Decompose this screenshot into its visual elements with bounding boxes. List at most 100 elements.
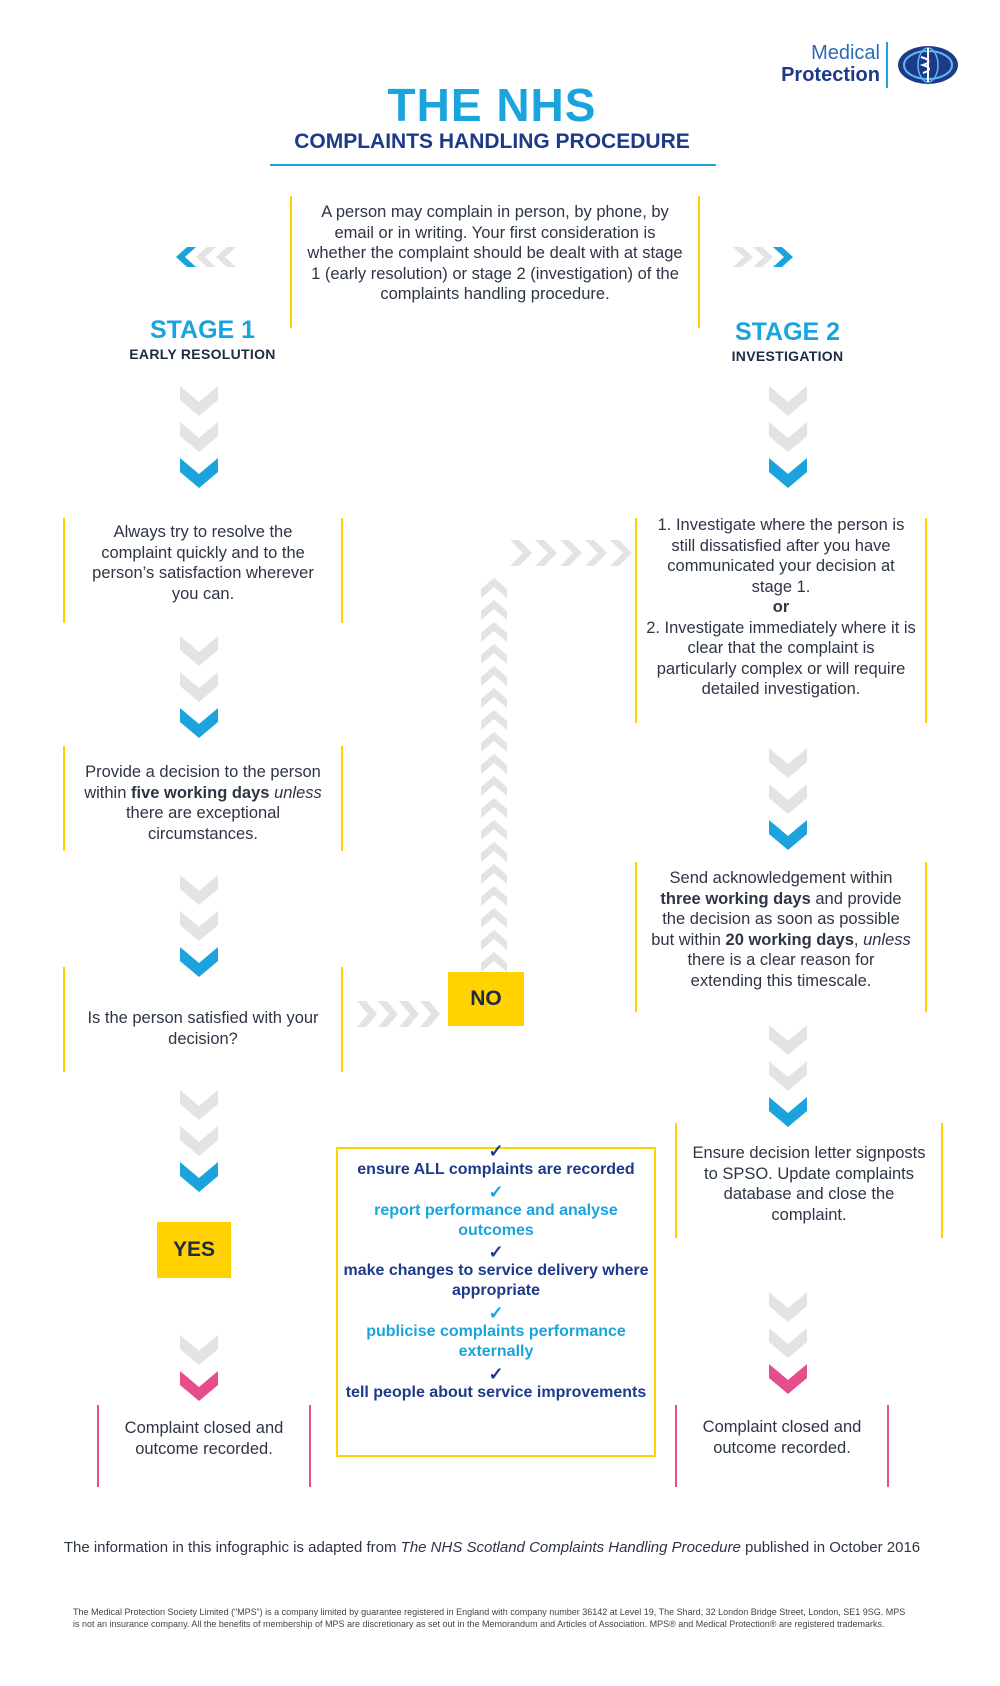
check-icon: ✓ bbox=[488, 1303, 504, 1323]
no-path-up-chevron-7 bbox=[481, 820, 507, 840]
no-path-top-chevron-4 bbox=[585, 540, 607, 566]
no-path-up-chevron-11 bbox=[481, 732, 507, 752]
stage1-arrow-c-chevron-2 bbox=[180, 911, 218, 941]
title-underline bbox=[270, 164, 716, 166]
checklist-item-5-text: tell people about service improvements bbox=[345, 1384, 647, 1401]
no-path-top-chevron-3 bbox=[560, 540, 582, 566]
no-path-up-chevron-6 bbox=[481, 842, 507, 862]
stage1-step2-italic: unless bbox=[274, 783, 322, 802]
stage1-step2-part-e: there are exceptional circumstances. bbox=[125, 804, 281, 843]
no-path-top-chevron-5 bbox=[610, 540, 632, 566]
intro-box bbox=[290, 196, 700, 328]
footer-part-c: published in October 2016 bbox=[740, 1539, 921, 1556]
stage2-closed-box bbox=[675, 1405, 889, 1487]
footer-source-note: The information in this infographic is a… bbox=[0, 1539, 984, 1556]
stage2-arrow-d-chevron-1 bbox=[769, 1292, 807, 1322]
stage2-arrow-b-chevron-3 bbox=[769, 820, 807, 850]
no-path-up-chevron-8 bbox=[481, 798, 507, 818]
stage1-arrow-e-chevron-1 bbox=[180, 1335, 218, 1365]
logo-line-2: Protection bbox=[781, 64, 880, 86]
checklist-item-4: ✓publicise complaints performance extern… bbox=[336, 1304, 656, 1362]
intro-left-chevron-1 bbox=[176, 247, 196, 267]
checklist-item-3: ✓make changes to service delivery where … bbox=[336, 1243, 656, 1301]
stage1-step2-bold: five working days bbox=[131, 783, 270, 802]
stage2-step2-bold-1: three working days bbox=[660, 889, 811, 908]
stage1-subtitle: EARLY RESOLUTION bbox=[129, 346, 276, 362]
stage2-arrow-c-chevron-1 bbox=[769, 1025, 807, 1055]
no-path-top-chevron-2 bbox=[535, 540, 557, 566]
no-path-top-chevron-1 bbox=[510, 540, 532, 566]
no-path-right-chevron-3 bbox=[399, 1001, 419, 1027]
stage1-arrow-d-chevron-1 bbox=[180, 1090, 218, 1120]
stage2-step2-box bbox=[635, 862, 927, 1012]
stage2-arrow-a-chevron-3 bbox=[769, 458, 807, 488]
checklist-item-5: ✓tell people about service improvements bbox=[336, 1365, 656, 1403]
stage2-step2-part-e: , bbox=[853, 930, 864, 949]
stage1-arrow-c-chevron-3 bbox=[180, 947, 218, 977]
no-path-right-chevron-2 bbox=[378, 1001, 398, 1027]
stage1-step1-text: Always try to resolve the complaint quic… bbox=[92, 523, 314, 603]
footer-part-a: The information in this infographic is a… bbox=[63, 1539, 401, 1556]
stage2-arrow-c-chevron-3 bbox=[769, 1097, 807, 1127]
no-label: NO bbox=[448, 972, 524, 1026]
stage2-arrow-a-chevron-2 bbox=[769, 422, 807, 452]
checklist-item-2-text: report performance and analyse outcomes bbox=[374, 1202, 618, 1239]
stage1-arrow-e-chevron-2 bbox=[180, 1371, 218, 1401]
stage2-step1a-text: 1. Investigate where the person is still… bbox=[657, 516, 905, 596]
no-path-up-chevron-17 bbox=[481, 600, 507, 620]
stage1-arrow-c-chevron-1 bbox=[180, 875, 218, 905]
stage2-closed-text: Complaint closed and outcome recorded. bbox=[702, 1418, 862, 1457]
stage1-arrow-a-chevron-1 bbox=[180, 386, 218, 416]
intro-right-chevron-1 bbox=[733, 247, 753, 267]
stage1-arrow-d-chevron-2 bbox=[180, 1126, 218, 1156]
stage1-step1-box bbox=[63, 518, 343, 623]
stage2-step2-part-c: and provide the decision as soon as poss… bbox=[651, 889, 902, 949]
no-path-up-chevron-18 bbox=[481, 578, 507, 598]
stage1-arrow-b-chevron-3 bbox=[180, 708, 218, 738]
stage1-step2-part-a: Provide a decision to the person within bbox=[84, 763, 321, 802]
no-path-up-chevron-16 bbox=[481, 622, 507, 642]
no-path-up-chevron-12 bbox=[481, 710, 507, 730]
stage2-arrow-a-chevron-1 bbox=[769, 386, 807, 416]
stage1-step2-box bbox=[63, 746, 343, 851]
page-subtitle: COMPLAINTS HANDLING PROCEDURE bbox=[294, 130, 690, 153]
intro-text: A person may complain in person, by phon… bbox=[307, 203, 683, 303]
logo-text: Medical Protection bbox=[750, 42, 880, 86]
stage1-closed-box bbox=[97, 1405, 311, 1487]
stage2-arrow-c-chevron-2 bbox=[769, 1061, 807, 1091]
stage2-step2-part-g: there is a clear reason for extending th… bbox=[687, 951, 875, 990]
stage1-arrow-b-chevron-1 bbox=[180, 636, 218, 666]
stage1-arrow-b-chevron-2 bbox=[180, 672, 218, 702]
intro-right-chevron-2 bbox=[753, 247, 773, 267]
no-path-up-chevron-13 bbox=[481, 688, 507, 708]
stage2-arrow-b-chevron-2 bbox=[769, 784, 807, 814]
logo-line-1: Medical bbox=[811, 42, 880, 64]
stage2-step3-box bbox=[675, 1123, 943, 1238]
stage2-title: STAGE 2 bbox=[734, 318, 841, 346]
no-path-up-chevron-4 bbox=[481, 886, 507, 906]
stage2-step1-box bbox=[635, 518, 927, 723]
check-icon: ✓ bbox=[488, 1242, 504, 1262]
stage2-step2-bold-2: 20 working days bbox=[725, 930, 854, 949]
stage1-arrow-d-chevron-3 bbox=[180, 1162, 218, 1192]
checklist-item-1-text: ensure ALL complaints are recorded bbox=[357, 1161, 635, 1178]
checklist-item-1: ✓ensure ALL complaints are recorded bbox=[336, 1142, 656, 1180]
stage1-closed-text: Complaint closed and outcome recorded. bbox=[124, 1419, 284, 1458]
no-path-up-chevron-1 bbox=[481, 952, 507, 972]
stage1-question-box bbox=[63, 967, 343, 1072]
stage2-or-text: or bbox=[772, 598, 790, 616]
stage2-arrow-b-chevron-1 bbox=[769, 748, 807, 778]
check-icon: ✓ bbox=[488, 1141, 504, 1161]
no-path-up-chevron-9 bbox=[481, 776, 507, 796]
stage1-arrow-a-chevron-3 bbox=[180, 458, 218, 488]
stage2-step2-text: Send acknowledgement within three workin… bbox=[650, 868, 912, 991]
no-path-right-chevron-1 bbox=[357, 1001, 377, 1027]
no-path-up-chevron-2 bbox=[481, 930, 507, 950]
checklist-box bbox=[336, 1147, 656, 1457]
yes-label: YES bbox=[157, 1222, 231, 1278]
stage2-step3-text: Ensure decision letter signposts to SPSO… bbox=[692, 1144, 926, 1224]
no-path-up-chevron-15 bbox=[481, 644, 507, 664]
stage2-arrow-d-chevron-2 bbox=[769, 1328, 807, 1358]
stage2-step2-part-a: Send acknowledgement within bbox=[669, 869, 893, 887]
